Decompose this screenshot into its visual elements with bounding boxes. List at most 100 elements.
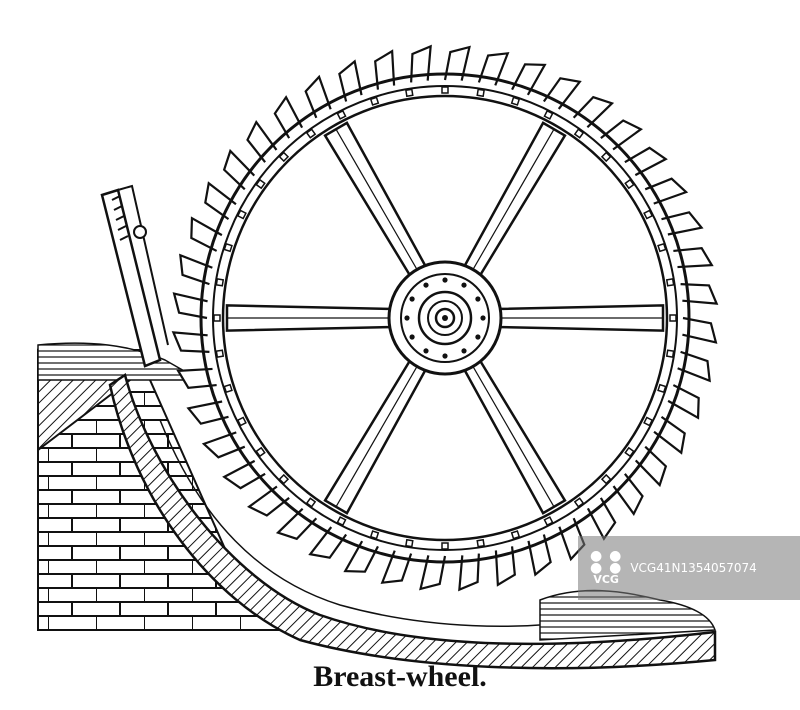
rim-bolt: [441, 86, 449, 94]
rim-bolt: [305, 128, 317, 139]
spoke-centerline: [470, 362, 555, 508]
rim-bolt: [441, 542, 449, 550]
wheel-inner-rim: [221, 94, 669, 542]
wheel-bucket: [586, 497, 617, 541]
axle-center: [442, 315, 448, 321]
rim-bolt: [213, 314, 221, 322]
rim-bolt: [665, 349, 675, 358]
spoke-centerline: [335, 362, 420, 508]
wheel-bucket: [682, 316, 718, 344]
rim-bolt: [476, 88, 485, 98]
rim-bolt: [223, 242, 233, 253]
rim-bolt: [215, 278, 225, 287]
hub-bolt: [409, 296, 415, 302]
wheel-bucket: [624, 146, 668, 177]
wheel-bucket: [172, 292, 208, 320]
wheel-bucket: [308, 526, 348, 559]
hub-bolt: [461, 348, 467, 354]
rim-bolt: [573, 497, 585, 508]
rim-bolt: [476, 538, 485, 548]
rim-bolt: [657, 383, 667, 394]
hub-bolt: [480, 315, 486, 321]
rim-bolt: [543, 516, 554, 527]
rim-bolt: [215, 349, 225, 358]
wheel-bucket: [419, 555, 447, 591]
rim-bolt: [405, 88, 414, 98]
wheel-bucket: [511, 63, 547, 96]
rim-bolt: [336, 109, 347, 120]
wheel-bucket: [304, 74, 332, 119]
rim-bolt: [369, 530, 380, 540]
rim-bolt: [665, 278, 675, 287]
rim-bolt: [278, 473, 290, 485]
wheel-bucket: [204, 181, 237, 221]
wheel-bucket: [653, 415, 686, 455]
rim-bolt: [624, 446, 635, 458]
breast-apron: [108, 372, 717, 670]
water-wheel: [171, 44, 719, 592]
rim-bolt: [255, 178, 266, 190]
wheel-bucket: [201, 431, 246, 459]
hub-bolt: [461, 282, 467, 288]
wheel-spoke: [461, 121, 567, 280]
rim-bolt: [643, 416, 654, 427]
rim-bolt: [305, 497, 317, 508]
watermark: ● ●● ● VCG VCG41N1354057074: [578, 536, 800, 600]
wheel-spoke: [461, 356, 567, 515]
wheel-bucket: [667, 384, 700, 420]
rim-bolt: [278, 151, 290, 163]
wheel-bucket: [542, 77, 582, 110]
spoke-centerline: [335, 128, 420, 274]
wheel-outer-rim: [199, 72, 691, 564]
hub-bolt: [423, 282, 429, 288]
wheel-bucket: [273, 95, 304, 139]
wheel-rim-line: [212, 85, 678, 551]
rim-bolt: [657, 242, 667, 253]
hub-bolt: [423, 348, 429, 354]
wheel-bucket: [634, 445, 668, 488]
wheel-bucket: [443, 45, 471, 81]
hub-bolt: [475, 334, 481, 340]
wheel-spoke: [323, 121, 429, 280]
rim-bolt: [624, 178, 635, 190]
wheel-bucket: [247, 485, 290, 517]
rim-bolt: [236, 416, 247, 427]
rim-bolt: [669, 314, 677, 322]
wheel-bucket: [275, 507, 318, 541]
wheel-bucket: [190, 216, 223, 252]
wheel-bucket: [222, 459, 266, 490]
rim-bolt: [510, 530, 521, 540]
rim-bolt: [573, 128, 585, 139]
rim-bolt: [336, 516, 347, 527]
headrace-water: [37, 342, 203, 381]
hub-bolt: [442, 277, 448, 283]
watermark-logo: ● ●● ● VCG: [590, 548, 623, 586]
wheel-bucket: [343, 540, 379, 573]
hub-bolt: [404, 315, 410, 321]
spoke-centerline: [470, 128, 555, 274]
hub-bolt: [475, 296, 481, 302]
wheel-bucket: [644, 177, 689, 205]
rim-bolt: [405, 538, 414, 548]
figure-caption: Breast-wheel.: [313, 660, 487, 693]
rim-bolt: [600, 473, 612, 485]
hub-bolt: [409, 334, 415, 340]
sluice-gate: [100, 184, 169, 368]
hub-bolt: [442, 353, 448, 359]
wheel-bucket: [572, 95, 615, 129]
rim-bolt: [600, 151, 612, 163]
rim-bolt: [255, 446, 266, 458]
rim-bolt: [223, 383, 233, 394]
wheel-bucket: [612, 473, 644, 516]
wheel-bucket: [222, 148, 256, 191]
rim-bolt: [643, 209, 654, 220]
wheel-bucket: [246, 120, 278, 163]
rim-bolt: [543, 109, 554, 120]
wheel-bucket: [600, 119, 643, 151]
rim-bolt: [369, 96, 380, 106]
rim-bolt: [236, 209, 247, 220]
wheel-spoke: [323, 356, 429, 515]
watermark-id: VCG41N1354057074: [630, 561, 757, 575]
rim-bolt: [510, 96, 521, 106]
